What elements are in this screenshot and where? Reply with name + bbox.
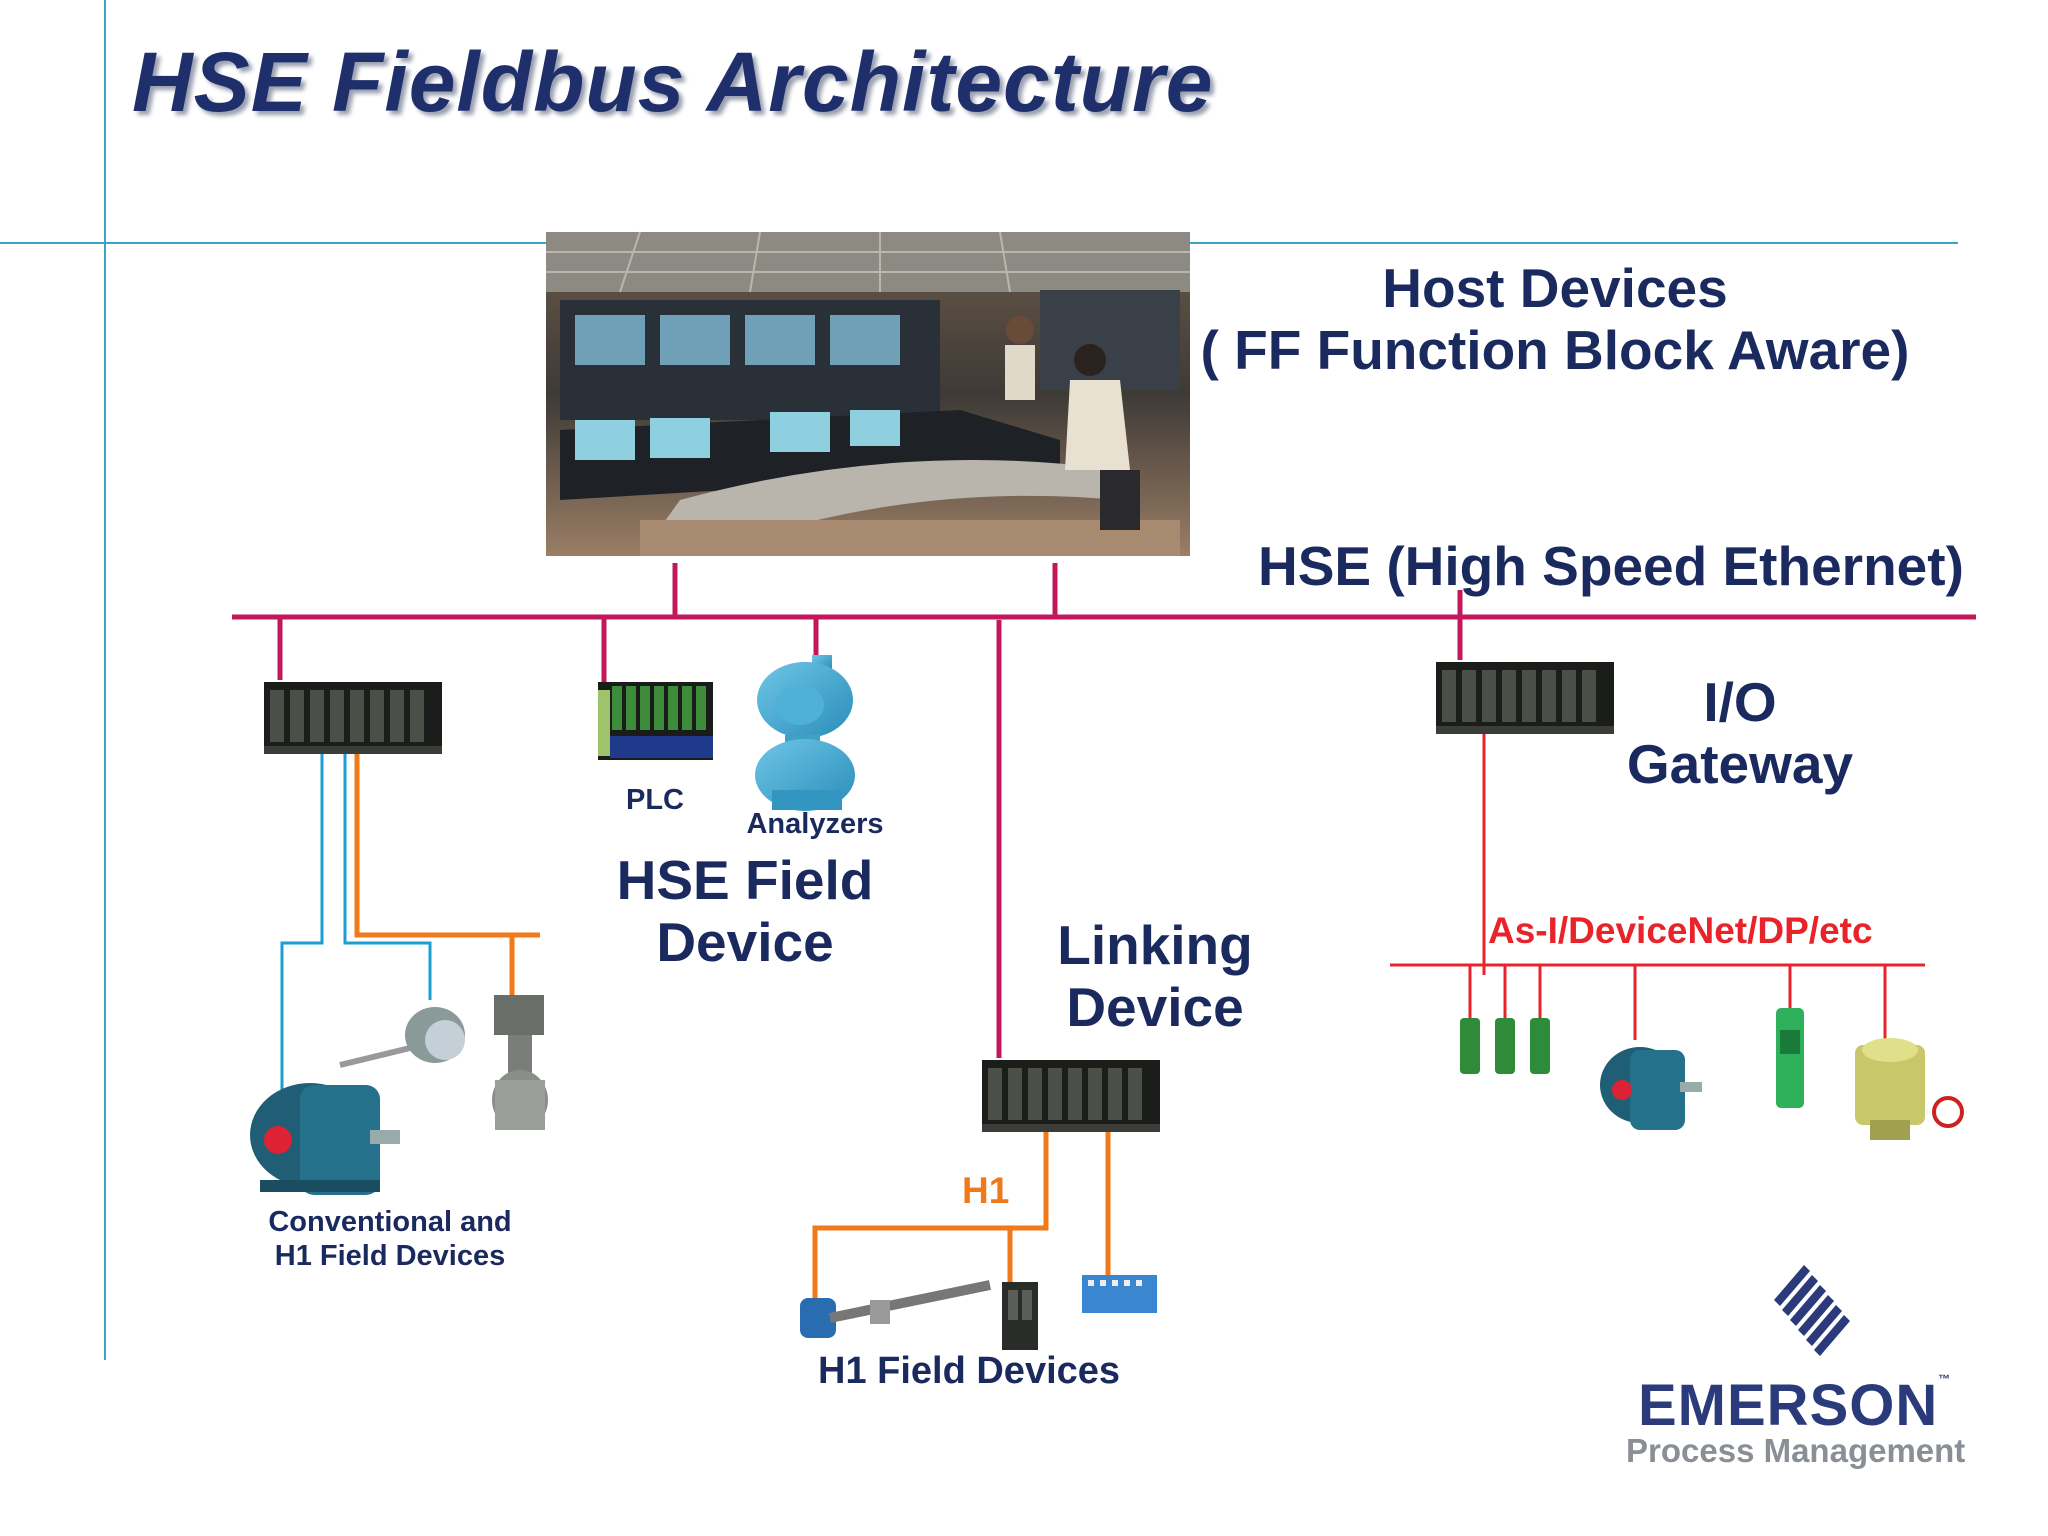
plc-rack (598, 682, 713, 760)
conventional-line1: Conventional and (268, 1206, 512, 1238)
io-gateway-rack (1436, 662, 1614, 734)
control-valve (492, 995, 548, 1130)
conventional-wiring (280, 754, 432, 1110)
proximity-sensor (1776, 1008, 1804, 1108)
temperature-transmitter (339, 1007, 465, 1068)
analyzers-label: Analyzers (746, 808, 884, 840)
hse-field-device-line2: Device (656, 910, 834, 973)
linking-device-label: Linking Device (1035, 914, 1275, 1038)
io-gateway-line2: Gateway (1626, 732, 1854, 795)
page-title: HSE Fieldbus Architecture (132, 35, 1214, 129)
h1-module (1002, 1282, 1038, 1350)
left-h1-wiring (354, 754, 540, 995)
io-gateway-label: I/O Gateway (1600, 671, 1880, 795)
h1-segment (812, 1132, 1111, 1300)
linking-device-line2: Device (1066, 975, 1244, 1038)
motor-left (250, 1083, 400, 1195)
motor-right (1600, 1047, 1702, 1130)
asi-network-label: As-I/DeviceNet/DP/etc (1488, 910, 1873, 951)
conventional-devices-label: Conventional and H1 Field Devices (250, 1205, 530, 1273)
hse-field-device-line1: HSE Field (616, 849, 874, 911)
h1-segment-label: H1 (962, 1170, 1010, 1211)
io-gateway-line1: I/O (1703, 671, 1777, 733)
emerson-logo-mark (1774, 1265, 1850, 1356)
host-line1: Host Devices (1382, 257, 1728, 319)
emerson-name: EMERSON (1638, 1373, 1939, 1438)
emerson-subtitle: Process Management (1626, 1432, 1966, 1469)
host-line2: ( FF Function Block Aware) (1200, 318, 1910, 381)
h1-field-devices-label: H1 Field Devices (818, 1350, 1121, 1392)
host-devices-label: Host Devices ( FF Function Block Aware) (1150, 257, 1960, 381)
hse-field-device-label: HSE Field Device (595, 849, 895, 973)
pressure-transmitter-h1 (800, 1280, 992, 1338)
linking-device-line1: Linking (1057, 914, 1253, 976)
control-room-photo (546, 231, 1190, 556)
hse-bus (232, 563, 1976, 1058)
emerson-wordmark: EMERSON™ (1638, 1372, 1951, 1439)
left-gateway-rack (264, 682, 442, 754)
hse-bus-label: HSE (High Speed Ethernet) (1258, 535, 1964, 597)
plc-label: PLC (626, 784, 684, 816)
analyzer-device (755, 655, 855, 811)
linking-device-rack (982, 1060, 1160, 1132)
conventional-line2: H1 Field Devices (274, 1240, 506, 1273)
valve-actuator (1855, 1038, 1964, 1140)
h1-junction-block (1082, 1275, 1157, 1313)
emerson-tm: ™ (1938, 1372, 1952, 1386)
asi-network (1390, 734, 1925, 1045)
asi-sensors (1460, 1018, 1550, 1074)
